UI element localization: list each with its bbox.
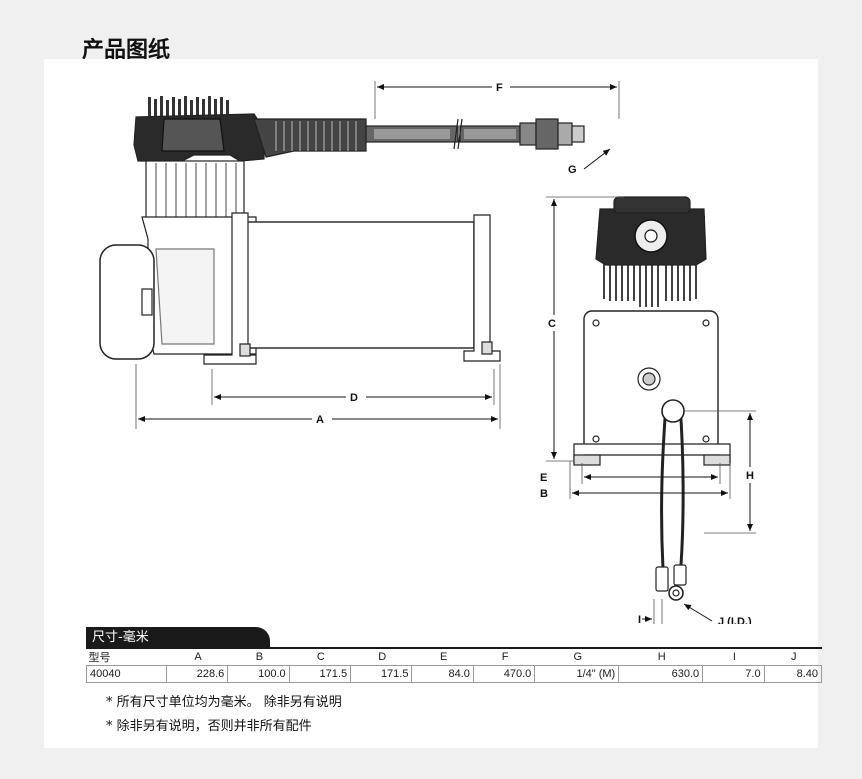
col-header-E: E xyxy=(440,651,448,663)
col-header-model: 型号 xyxy=(88,652,111,664)
note-accessories: * 除非另有说明，否则并非所有配件 xyxy=(106,719,312,734)
cell-D: 171.5 xyxy=(350,665,413,683)
cell-B: 100.0 xyxy=(227,665,290,683)
cell-G: 1/4" (M) xyxy=(534,665,620,683)
side-view xyxy=(99,81,620,429)
cell-model: 40040 xyxy=(86,665,167,683)
col-header-J: J xyxy=(791,651,797,663)
cell-I: 7.0 xyxy=(702,665,765,683)
dim-leader-J xyxy=(683,603,713,622)
col-header-G: G xyxy=(573,651,583,663)
dimensions-table: 型号 A B C D E F G H I J 40040 228.6 100.0… xyxy=(86,649,823,683)
col-header-I: I xyxy=(732,651,736,663)
col-header-C: C xyxy=(316,651,325,663)
front-view xyxy=(546,196,756,624)
col-header-A: A xyxy=(194,651,202,663)
table-header-row: 型号 A B C D E F G H I J xyxy=(87,649,822,666)
cylinder-block xyxy=(145,160,245,224)
notes: * 所有尺寸单位均为毫米。 除非另有说明 * 除非另有说明，否则并非所有配件 xyxy=(106,691,342,739)
dimensions-tab: 尺寸-毫米 xyxy=(86,627,270,649)
note-units: * 所有尺寸单位均为毫米。 除非另有说明 xyxy=(106,695,342,710)
power-wire-a xyxy=(660,403,668,570)
dim-label-B: B xyxy=(540,488,548,500)
col-header-B: B xyxy=(255,651,264,663)
dim-label-J: J (I.D.) xyxy=(718,616,752,624)
mount-bracket-right xyxy=(463,214,501,362)
cell-F: 470.0 xyxy=(472,665,536,683)
col-header-H: H xyxy=(657,651,666,663)
dim-label-D: D xyxy=(350,392,358,404)
dim-label-C: C xyxy=(548,318,556,330)
cell-A: 228.6 xyxy=(165,665,229,683)
dim-label-A: A xyxy=(316,414,324,426)
col-header-F: F xyxy=(501,651,509,663)
cell-C: 171.5 xyxy=(288,665,352,683)
mount-bracket-left xyxy=(203,212,257,365)
outlet-fitting xyxy=(519,122,537,146)
head-fins xyxy=(148,96,229,119)
table-row: 40040 228.6 100.0 171.5 171.5 84.0 470.0… xyxy=(86,665,823,683)
cell-E: 84.0 xyxy=(411,665,474,683)
wire-grommet xyxy=(661,399,685,423)
dim-label-H: H xyxy=(746,470,754,482)
page-title: 产品图纸 xyxy=(82,38,171,63)
technical-drawing: F G C D A E B H I J (I.D.) xyxy=(99,79,760,624)
col-header-D: D xyxy=(378,651,387,663)
header-rule xyxy=(86,647,822,649)
dim-label-F: F xyxy=(496,82,503,94)
dim-label-I: I xyxy=(638,614,641,624)
manifold xyxy=(253,118,367,158)
drawing-sheet: F G C D A E B H I J (I.D.) 尺寸-毫米 型号 A B … xyxy=(44,59,823,748)
power-wire-b xyxy=(678,403,685,566)
front-cover xyxy=(99,244,155,360)
cell-J: 8.40 xyxy=(763,665,823,683)
dim-label-E: E xyxy=(540,472,547,484)
cell-H: 630.0 xyxy=(618,665,704,683)
dim-leader-G xyxy=(583,148,611,170)
dim-label-G: G xyxy=(568,164,577,176)
dimensions-header-bar: 尺寸-毫米 xyxy=(86,627,822,649)
motor-tank xyxy=(243,221,475,349)
